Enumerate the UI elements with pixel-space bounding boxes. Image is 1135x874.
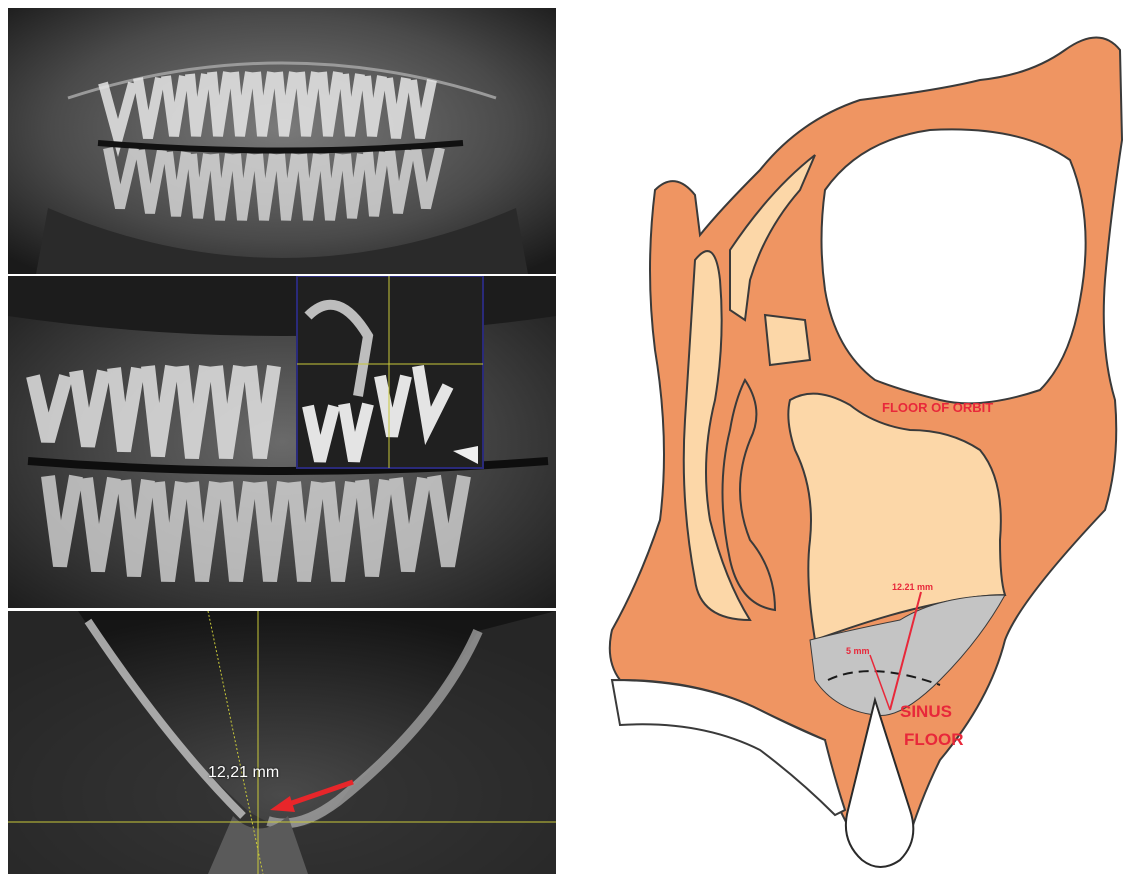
long-measurement-label: 12.21 mm (892, 582, 933, 592)
short-measurement-label: 5 mm (846, 646, 870, 656)
sinus-diagram: FLOOR OF ORBIT 12.21 mm 5 mm SINUS FLOOR (600, 20, 1135, 874)
panoramic-xray (8, 8, 556, 274)
cross-section-xray: 12,21 mm (8, 611, 556, 874)
zoomed-xray (8, 276, 556, 608)
inset-view (297, 276, 483, 468)
sinus-label: SINUS (900, 702, 952, 722)
measurement-label: 12,21 mm (208, 764, 279, 782)
orbit (822, 129, 1086, 403)
floor-of-orbit-label: FLOOR OF ORBIT (882, 400, 993, 415)
floor-label: FLOOR (904, 730, 964, 750)
